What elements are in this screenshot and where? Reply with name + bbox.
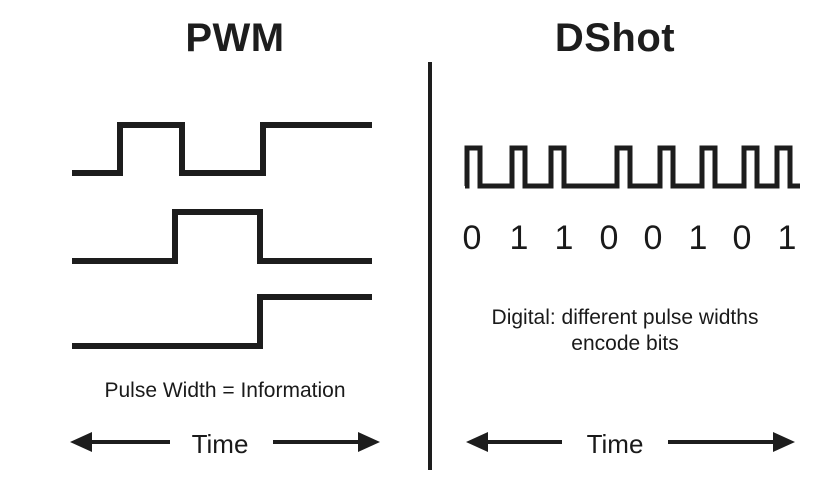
pwm-time-axis-arrow [70,432,380,452]
arrow-head-right [773,432,795,452]
dshot-bit-2: 1 [554,219,574,257]
dshot-bit-0: 0 [462,219,482,257]
dshot-time-axis-arrow [466,432,795,452]
dshot-bit-1: 1 [509,219,529,257]
pwm-caption: Pulse Width = Information [104,379,346,402]
dshot-panel-title: DShot [554,16,676,60]
dshot-bit-3: 0 [599,219,619,257]
arrow-head-left [466,432,488,452]
dshot-bit-7: 1 [777,219,797,257]
arrow-head-left [70,432,92,452]
pwm-waveform-3 [72,294,372,349]
dshot-bit-4: 0 [643,219,663,257]
arrow-head-right [358,432,380,452]
dshot-caption: Digital: different pulse widths encode b… [491,306,759,355]
dshot-bit-6: 0 [732,219,752,257]
dshot-bit-5: 1 [688,219,708,257]
pwm-panel-title: PWM [185,16,285,60]
dshot-pulse-train [464,145,800,189]
dshot-time-label: Time [586,429,644,459]
pwm-waveform-2 [72,209,372,264]
pwm-time-label: Time [191,429,249,459]
pwm-waveform-1 [72,122,372,176]
